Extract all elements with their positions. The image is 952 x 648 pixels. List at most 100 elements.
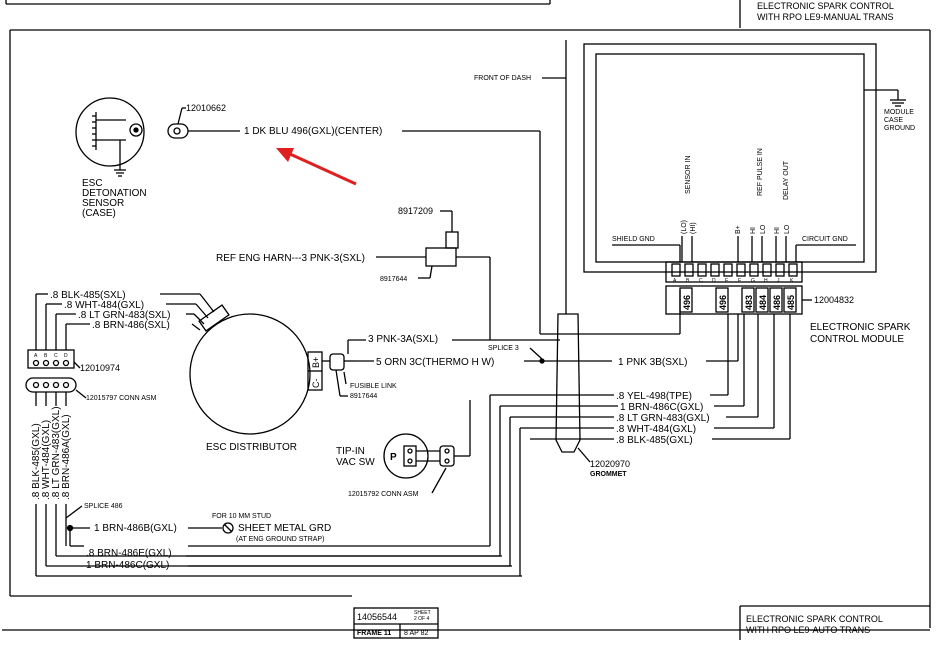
- cavity-box: [755, 287, 769, 313]
- module-pin: [775, 263, 785, 277]
- pnk-wire: 3 PNK-3A(SXL): [368, 334, 438, 345]
- frame-number: FRAME 11: [357, 630, 391, 637]
- sensor-label-3: SENSOR: [82, 198, 124, 209]
- harness-wire-1: .8 YEL-498(TPE): [616, 391, 692, 402]
- lo-label-a: (LO): [681, 220, 688, 234]
- harness-wire-3: .8 LT GRN-483(GXL): [616, 413, 710, 424]
- grommet-label: GROMMET: [590, 471, 627, 478]
- harness-wire-5: .8 BLK-485(GXL): [616, 435, 693, 446]
- delay-out-label: DELAY OUT: [783, 160, 790, 200]
- front-of-dash: FRONT OF DASH: [474, 40, 581, 453]
- splice-486: SPLICE 486 1 BRN-486B(GXL) FOR 10 MM STU…: [65, 503, 331, 571]
- vert-wire-1: .8 BLK-485(GXL): [31, 423, 42, 500]
- dist-wire-2: .8 WHT-484(GXL): [64, 300, 144, 311]
- module-pin: [736, 263, 746, 277]
- title-bottom-line2: WITH RPO LE9-AUTO TRANS: [746, 625, 870, 635]
- dist-conn-letter: A: [34, 353, 38, 359]
- terminal-b: B+: [311, 357, 321, 368]
- grommet-part: 12020970: [590, 459, 630, 469]
- dash-label: FRONT OF DASH: [474, 75, 531, 82]
- wire-486b: 1 BRN-486B(GXL): [94, 523, 177, 534]
- ref-harness: 8917209 REF ENG HARN---3 PNK-3(SXL) 8917…: [216, 206, 560, 341]
- dist-conn-letter: C: [54, 353, 58, 359]
- module-pin-letter: G: [751, 278, 755, 284]
- title-top-line1: ELECTRONIC SPARK CONTROL: [757, 1, 894, 11]
- dist-conn-pin: [62, 359, 70, 367]
- cavity-box: [783, 287, 797, 313]
- title-block-bottom: ELECTRONIC SPARK CONTROL WITH RPO LE9-AU…: [739, 605, 930, 640]
- fusible-link-label: FUSIBLE LINK: [350, 383, 397, 390]
- page-frame: [2, 0, 931, 631]
- cavity-number: 485: [786, 295, 796, 310]
- stud-note: FOR 10 MM STUD: [212, 513, 271, 520]
- lo-label-j: LO: [784, 224, 791, 234]
- sheet-metal-ground: SHEET METAL GRD: [238, 523, 331, 534]
- sensor-wire: 1 DK BLU 496(GXL)(CENTER): [244, 126, 382, 137]
- module-connector-part: 12004832: [814, 295, 854, 305]
- red-arrow-annotation: [276, 148, 357, 186]
- vert-wire-3: .8 LT GRN-483(GXL): [51, 406, 62, 500]
- lo-label-g: LO: [760, 224, 767, 234]
- cavity-number: 496: [718, 295, 728, 310]
- module-pin-letter: H: [764, 278, 768, 284]
- dist-conn-pin: [52, 359, 60, 367]
- ref-part-a: 8917209: [398, 206, 433, 216]
- module-name-2: CONTROL MODULE: [810, 334, 904, 345]
- hi-label-a: (HI): [690, 222, 697, 234]
- sheet-of: 2 OF 4: [414, 616, 430, 622]
- ref-pulse-label: REF PULSE IN: [757, 148, 764, 196]
- wire-486c-lower: 1 BRN-486C(GXL): [86, 560, 169, 571]
- case-ground-2: CASE: [884, 117, 903, 124]
- module-pin: [788, 263, 798, 277]
- case-ground-1: MODULE: [884, 109, 914, 116]
- dist-wire-1: .8 BLK-485(SXL): [50, 290, 126, 301]
- module-pin-letter: D: [712, 278, 716, 284]
- tip-in-conn-asm: 12015792 CONN ASM: [348, 491, 419, 498]
- fusible-part: 8917644: [350, 393, 377, 400]
- module-pin-letter: E: [725, 278, 729, 284]
- b-plus-label: B+: [735, 225, 742, 234]
- cavity-box: [741, 287, 755, 313]
- module-pin: [723, 263, 733, 277]
- vert-wire-2: .8 WHT-484(GXL): [41, 420, 52, 500]
- wire-486e: .8 BRN-486E(GXL): [86, 548, 172, 559]
- tip-in-p: P: [390, 452, 397, 463]
- hi-label-f: HI: [750, 227, 757, 234]
- ground-note: (AT ENG GROUND STRAP): [236, 536, 324, 543]
- tip-in-vac-switch: P TIP-IN VAC SW 12015792 CONN ASM: [336, 400, 471, 498]
- module-pin-letter: A: [673, 278, 677, 284]
- title-top-line2: WITH RPO LE9-MANUAL TRANS: [757, 12, 894, 22]
- cavity-number: 484: [758, 295, 768, 310]
- shield-gnd-label: SHIELD GND: [612, 236, 655, 243]
- splice3-label: SPLICE 3: [488, 345, 519, 352]
- case-ground-3: GROUND: [884, 125, 915, 132]
- distributor-label: ESC DISTRIBUTOR: [206, 442, 297, 453]
- module-pin-letter: C: [699, 278, 703, 284]
- cavity-box: [679, 287, 693, 313]
- tip-in-label-1: TIP-IN: [336, 446, 365, 457]
- module-pin: [762, 263, 772, 277]
- module-pin: [671, 263, 681, 277]
- dist-wire-3: .8 LT GRN-483(SXL): [78, 310, 170, 321]
- dist-conn-part: 12010974: [80, 363, 120, 373]
- sensor-in-label: SENSOR IN: [685, 155, 692, 194]
- cavity-number: 486: [772, 295, 782, 310]
- cavity-box: [715, 287, 729, 313]
- module-pin: [697, 263, 707, 277]
- ref-harness-label: REF ENG HARN---3 PNK-3(SXL): [216, 253, 365, 264]
- module-name-1: ELECTRONIC SPARK: [810, 322, 911, 333]
- module-pin-letter: J: [777, 278, 780, 284]
- sensor-part: 12010662: [186, 103, 226, 113]
- ref-part-b: 8917644: [380, 276, 407, 283]
- hi-label-h: HI: [774, 227, 781, 234]
- doc-number: 14056544: [357, 612, 397, 622]
- circuit-gnd-label: CIRCUIT GND: [802, 236, 848, 243]
- dist-conn-pin: [32, 359, 40, 367]
- tip-in-label-2: VAC SW: [336, 457, 375, 468]
- esc-distributor: ESC DISTRIBUTOR C- B+ FUSIBLE LINK 89176…: [25, 290, 739, 453]
- orn-wire: 5 ORN 3C(THERMO H W): [376, 357, 494, 368]
- harness-wire-2: 1 BRN-486C(GXL): [620, 402, 703, 413]
